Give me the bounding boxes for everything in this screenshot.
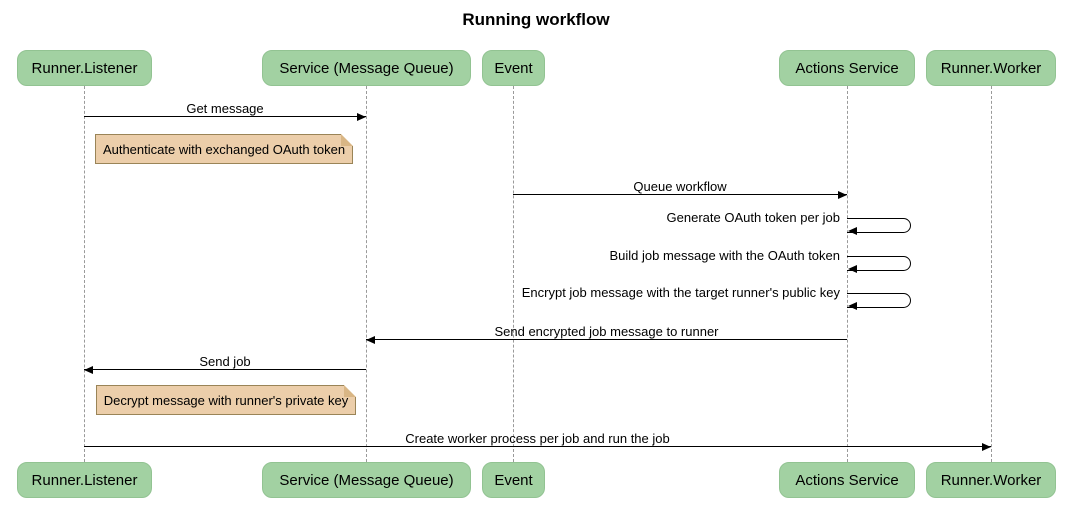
message-line <box>513 194 847 195</box>
arrowhead-left-icon <box>848 227 857 235</box>
lifeline-event <box>513 86 514 462</box>
actor-top-runner-worker: Runner.Worker <box>926 50 1056 86</box>
note-text: Authenticate with exchanged OAuth token <box>102 141 346 157</box>
lifeline-actions-service <box>847 86 848 462</box>
message-line <box>84 446 991 447</box>
message-label: Send encrypted job message to runner <box>494 324 719 339</box>
message-label: Generate OAuth token per job <box>666 210 840 225</box>
message-line <box>84 369 366 370</box>
actor-bottom-runner-worker: Runner.Worker <box>926 462 1056 498</box>
actor-top-runner-listener: Runner.Listener <box>17 50 152 86</box>
message-line <box>84 116 366 117</box>
lifeline-service-message-queue <box>366 86 367 462</box>
actor-bottom-actions-service: Actions Service <box>779 462 915 498</box>
note-authenticate: Authenticate with exchanged OAuth token <box>95 134 353 164</box>
message-label: Send job <box>199 354 251 369</box>
message-label: Encrypt job message with the target runn… <box>521 285 840 300</box>
message-label: Queue workflow <box>633 179 727 194</box>
arrowhead-left-icon <box>848 265 857 273</box>
note-decrypt: Decrypt message with runner's private ke… <box>96 385 356 415</box>
arrowhead-left-icon <box>848 302 857 310</box>
actor-top-event: Event <box>482 50 545 86</box>
message-label: Get message <box>186 101 264 116</box>
actor-bottom-service-message-queue: Service (Message Queue) <box>262 462 471 498</box>
message-label: Create worker process per job and run th… <box>405 431 670 446</box>
self-loop-line <box>847 218 911 233</box>
actor-bottom-runner-listener: Runner.Listener <box>17 462 152 498</box>
message-label: Build job message with the OAuth token <box>609 248 840 263</box>
note-text: Decrypt message with runner's private ke… <box>103 392 349 408</box>
arrowhead-left-icon <box>84 366 93 374</box>
arrowhead-right-icon <box>838 191 847 199</box>
actor-top-service-message-queue: Service (Message Queue) <box>262 50 471 86</box>
arrowhead-right-icon <box>982 443 991 451</box>
arrowhead-left-icon <box>366 336 375 344</box>
lifeline-runner-worker <box>991 86 992 462</box>
actor-bottom-event: Event <box>482 462 545 498</box>
message-line <box>366 339 847 340</box>
arrowhead-right-icon <box>357 113 366 121</box>
self-loop-line <box>847 256 911 271</box>
self-loop-line <box>847 293 911 308</box>
actor-top-actions-service: Actions Service <box>779 50 915 86</box>
lifeline-runner-listener <box>84 86 85 462</box>
diagram-title: Running workflow <box>462 10 610 29</box>
